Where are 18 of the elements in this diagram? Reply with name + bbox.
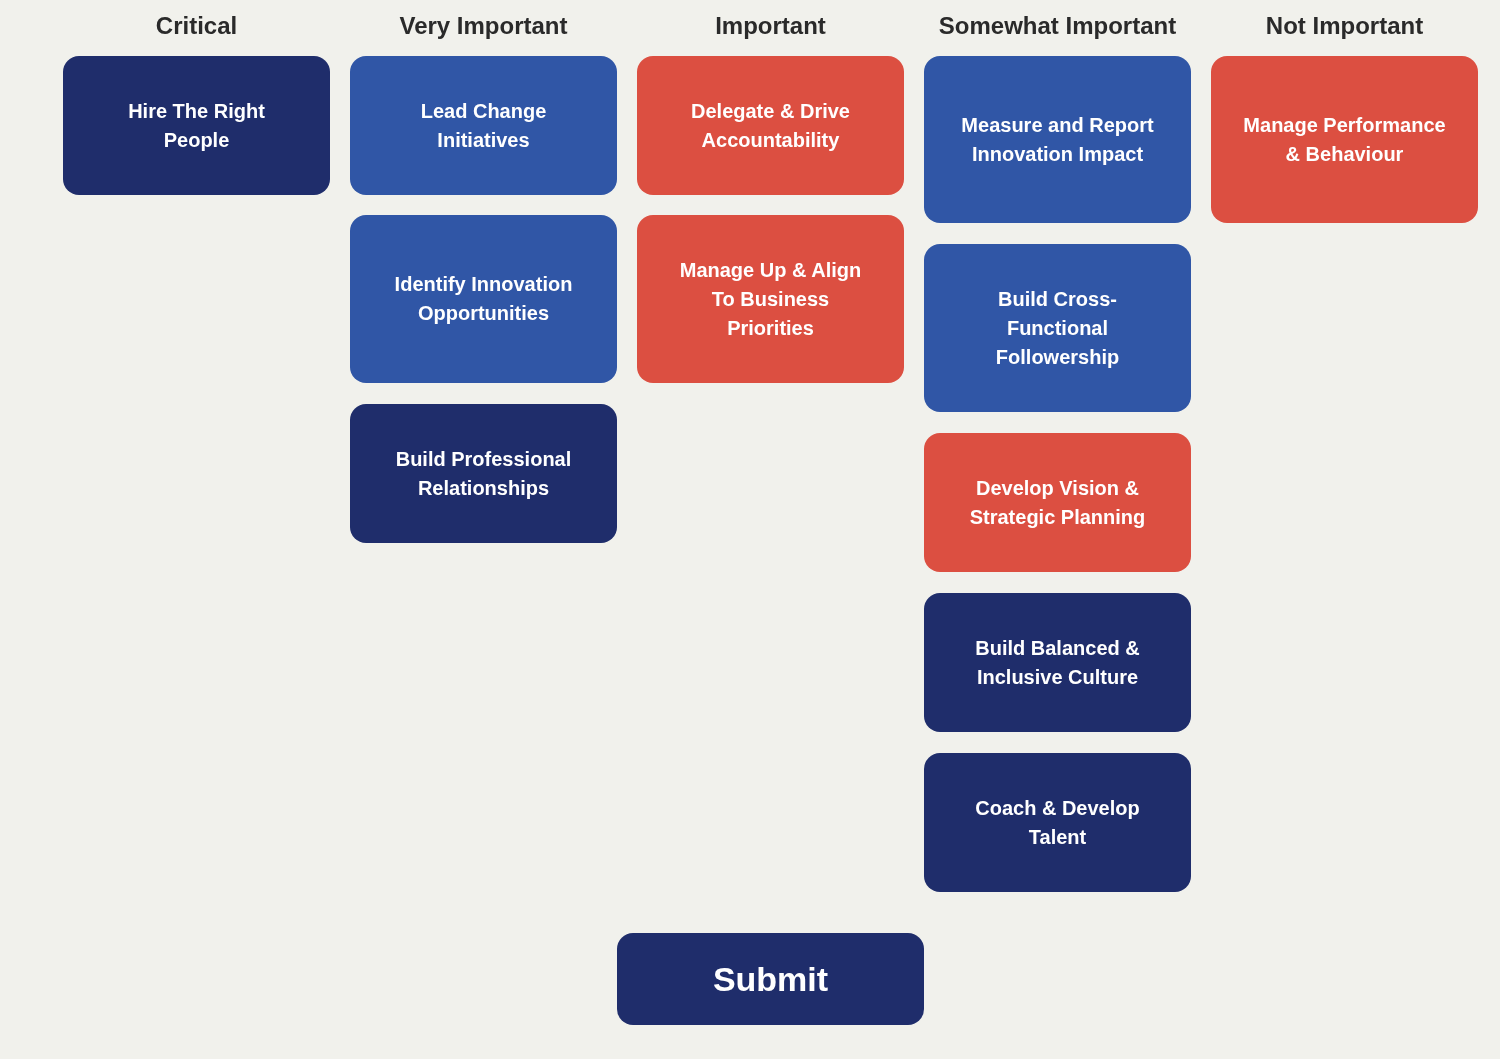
competency-card: Identify Innovation Opportunities [350,215,617,383]
competency-card: Manage Performance & Behaviour [1211,56,1478,223]
column-heading: Critical [154,11,239,41]
submit-button: Submit [617,933,924,1025]
competency-card: Lead Change Initiatives [350,56,617,195]
competency-card: Delegate & Drive Accountability [637,56,904,195]
competency-card: Hire The Right People [63,56,330,195]
column-heading: Somewhat Important [937,11,1178,41]
competency-card: Measure and Report Innovation Impact [924,56,1191,223]
column-heading: Not Important [1264,11,1425,41]
competency-card: Coach & Develop Talent [924,753,1191,892]
column-heading: Very Important [398,11,569,41]
competency-card: Develop Vision & Strategic Planning [924,433,1191,572]
competency-card: Manage Up & Align To Business Priorities [637,215,904,383]
competency-card: Build Balanced & Inclusive Culture [924,593,1191,732]
competency-card: Build Cross-Functional Followership [924,244,1191,412]
column-heading: Important [714,11,827,41]
competency-card: Build Professional Relationships [350,404,617,543]
